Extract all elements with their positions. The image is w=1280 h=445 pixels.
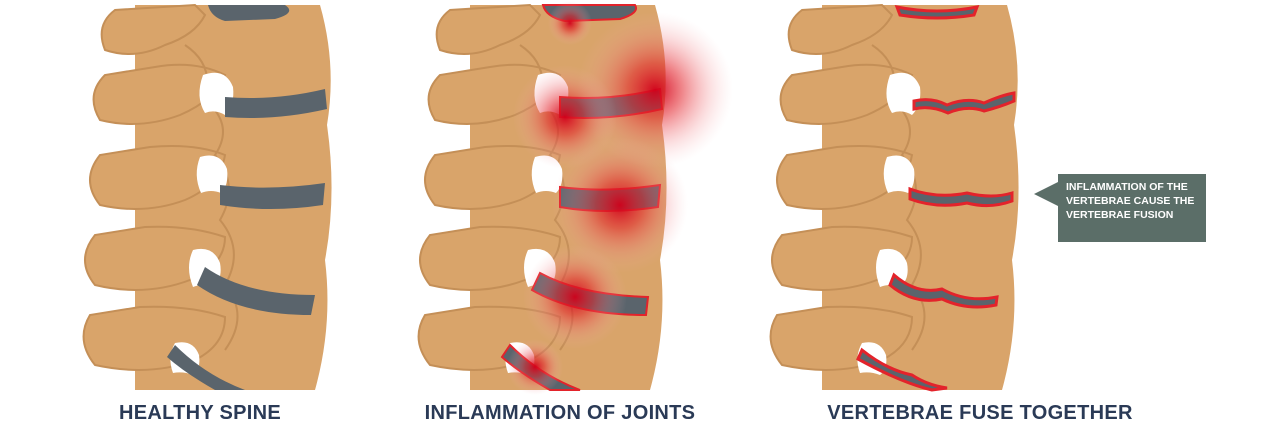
inflamed-spine-illustration: [417, 1, 733, 395]
callout-pointer: [1034, 182, 1058, 206]
inflammation-spot: [513, 65, 617, 169]
panel-title-vertebrae-fuse-together: VERTEBRAE FUSE TOGETHER: [827, 402, 1133, 424]
panel-title-healthy-spine: HEALTHY SPINE: [118, 402, 282, 424]
inflammation-spot: [577, 12, 733, 168]
panel-title-inflammation-of-joints: INFLAMMATION OF JOINTS: [424, 402, 696, 424]
healthy-spine-illustration: [82, 4, 333, 391]
inflammation-spot: [507, 339, 563, 395]
fused-spine-illustration: [769, 4, 1020, 392]
callout-box: INFLAMMATION OF THE VERTEBRAE CAUSE THE …: [1058, 174, 1206, 242]
inflammation-spot: [548, 1, 592, 45]
inflammation-spot: [523, 245, 627, 349]
inflammation-spot: [552, 137, 688, 273]
